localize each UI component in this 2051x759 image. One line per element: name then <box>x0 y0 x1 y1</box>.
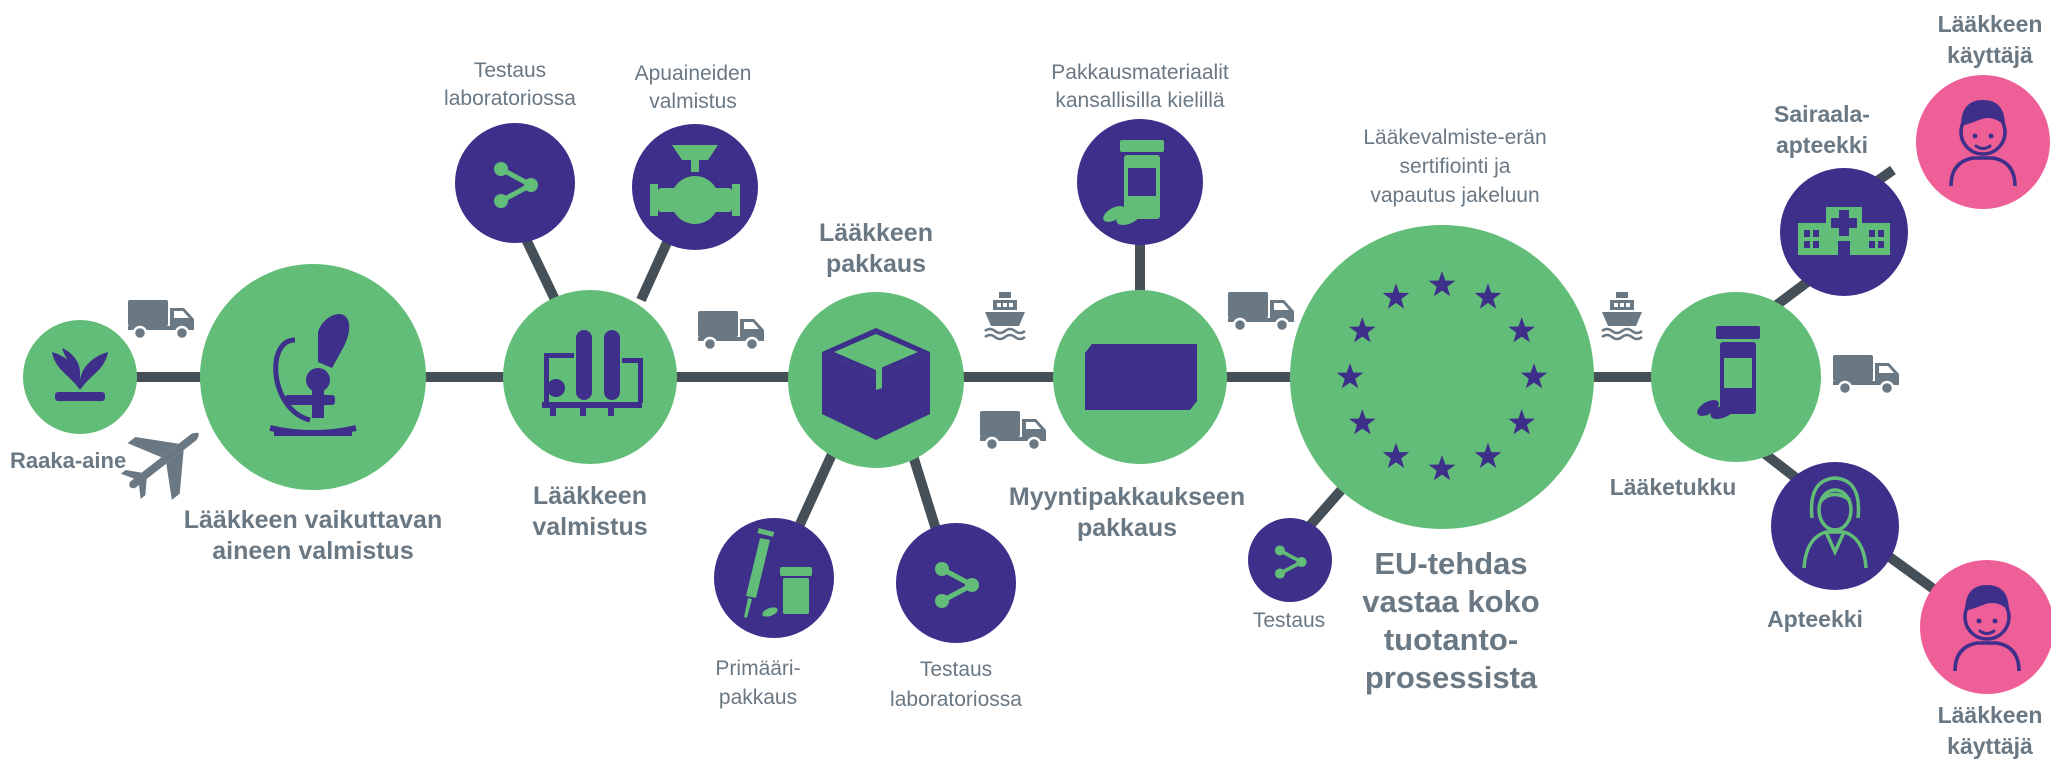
eu-star <box>1336 363 1364 389</box>
label-kayttaja-top-1: Lääkkeen <box>1938 11 2043 37</box>
node-testaus-lab-bottom <box>896 523 1016 643</box>
node-myynti <box>1053 290 1227 464</box>
label-myynti-1: Myyntipakkaukseen <box>1009 483 1245 511</box>
label-sertifiointi-2: sertifiointi ja <box>1400 155 1511 178</box>
label-vaikuttava-2: aineen valmistus <box>212 537 413 565</box>
label-testaus-lab-bottom-2: laboratoriossa <box>890 688 1022 711</box>
label-pakkausmat-1: Pakkausmateriaalit <box>1051 61 1229 84</box>
truck-icon <box>978 409 1048 452</box>
label-valmistus-1: Lääkkeen <box>533 482 647 510</box>
label-raaka-aine: Raaka-aine <box>10 448 126 473</box>
node-testaus-lab-top <box>455 123 575 243</box>
factory-tanks-icon <box>542 330 643 416</box>
node-circle <box>1248 518 1332 602</box>
hospital-icon <box>1798 207 1890 255</box>
label-testaus-lab-bottom-1: Testaus <box>920 658 992 681</box>
label-kayttaja-top-2: käyttäjä <box>1947 42 2033 68</box>
label-kayttaja-bottom-1: Lääkkeen <box>1938 702 2043 728</box>
node-sairaala-apteekki <box>1780 168 1908 296</box>
label-valmistus-2: valmistus <box>532 513 647 541</box>
node-laaketukku <box>1651 292 1821 462</box>
node-apteekki <box>1771 462 1899 590</box>
label-testaus: Testaus <box>1253 609 1325 632</box>
microscope-icon <box>269 313 357 436</box>
node-primaari <box>714 518 834 638</box>
label-kayttaja-bottom-2: käyttäjä <box>1947 733 2033 759</box>
truck-icon <box>696 309 766 352</box>
node-pakkausmat <box>1077 119 1203 245</box>
label-pakkaus-1: Lääkkeen <box>819 219 933 247</box>
eu-star <box>1428 455 1456 481</box>
label-eu-4: prosessista <box>1365 660 1538 695</box>
node-circle <box>714 518 834 638</box>
pharmacist-icon <box>1802 476 1868 569</box>
label-sertifiointi-3: vapautus jakeluun <box>1370 184 1539 207</box>
label-testaus-lab-top-2: laboratoriossa <box>444 87 576 110</box>
label-primaari-2: pakkaus <box>719 686 797 709</box>
label-apteekki: Apteekki <box>1767 606 1863 632</box>
package-box-icon <box>1085 344 1197 410</box>
truck-icon <box>126 298 196 341</box>
pill-bottle-icon <box>1697 326 1760 419</box>
label-vaikuttava-1: Lääkkeen vaikuttavan <box>184 506 442 534</box>
eu-star <box>1382 283 1410 309</box>
eu-stars-icon <box>1336 271 1548 481</box>
label-sairaala-1: Sairaala- <box>1774 101 1870 127</box>
node-kayttaja-bottom <box>1920 560 2051 694</box>
node-circle <box>1920 560 2051 694</box>
ship-icon <box>983 290 1027 341</box>
valve-icon <box>650 145 740 224</box>
eu-star <box>1428 271 1456 297</box>
label-apuaine-1: Apuaineiden <box>635 62 752 85</box>
label-sertifiointi-1: Lääkevalmiste-erän <box>1363 126 1546 149</box>
node-vaikuttava-aine <box>200 264 426 490</box>
eu-star <box>1349 409 1376 435</box>
node-circle <box>455 123 575 243</box>
label-sairaala-2: apteekki <box>1776 132 1868 158</box>
syringe-bottle-icon <box>744 528 812 618</box>
label-eu-3: tuotanto- <box>1384 622 1518 657</box>
truck-icon <box>1831 353 1901 396</box>
label-apuaine-2: valmistus <box>649 90 737 113</box>
node-testaus <box>1248 518 1332 602</box>
label-myynti-2: pakkaus <box>1077 514 1177 542</box>
node-circle <box>1771 462 1899 590</box>
label-pakkausmat-2: kansallisilla kielillä <box>1055 89 1225 112</box>
label-primaari-1: Primääri- <box>715 657 800 680</box>
airplane-icon <box>120 432 199 500</box>
node-circle <box>1290 225 1594 529</box>
eu-star <box>1349 317 1376 343</box>
eu-star <box>1508 409 1535 435</box>
eu-star <box>1520 363 1548 389</box>
eu-star <box>1474 283 1502 309</box>
label-eu-1: EU-tehdas <box>1374 546 1527 581</box>
ship-icon <box>1600 290 1644 341</box>
node-eu-tehdas <box>1290 225 1594 529</box>
label-pakkaus-2: pakkaus <box>826 250 926 278</box>
label-eu-2: vastaa koko <box>1362 584 1540 619</box>
node-circle <box>896 523 1016 643</box>
open-box-icon <box>822 328 930 440</box>
node-apuaine <box>632 124 758 250</box>
label-laaketukku: Lääketukku <box>1610 474 1737 500</box>
label-testaus-lab-top-1: Testaus <box>474 59 546 82</box>
plant-icon <box>52 348 108 401</box>
eu-star <box>1508 317 1535 343</box>
node-pakkaus <box>788 292 964 468</box>
node-raaka-aine <box>23 320 137 434</box>
eu-star <box>1474 442 1502 468</box>
node-valmistus <box>503 290 677 464</box>
node-circle <box>1916 75 2050 209</box>
node-kayttaja-top <box>1916 75 2050 209</box>
eu-star <box>1382 442 1410 468</box>
truck-icon <box>1226 290 1296 333</box>
